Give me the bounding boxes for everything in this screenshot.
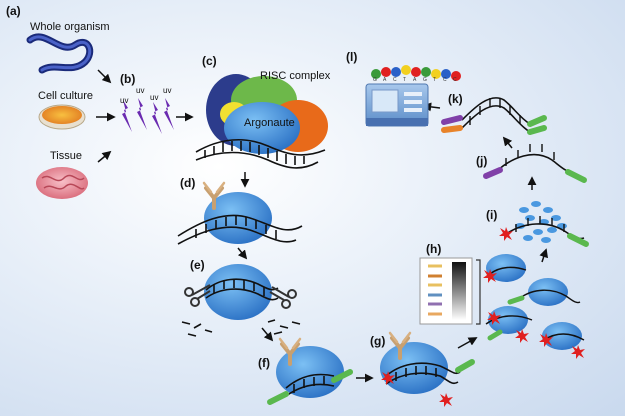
arrow bbox=[97, 150, 112, 163]
panel-label-a: (a) bbox=[6, 4, 21, 18]
cell-culture-label: Cell culture bbox=[38, 90, 94, 102]
base-letter: C bbox=[453, 77, 457, 83]
argonaute-label: Argonaute bbox=[244, 117, 295, 129]
protein-complex bbox=[204, 264, 272, 320]
scissors-icon bbox=[269, 286, 297, 309]
worm-icon bbox=[26, 33, 94, 74]
cdna-amplicon bbox=[441, 97, 547, 135]
tissue-icon bbox=[36, 167, 88, 199]
base-letter: A bbox=[413, 77, 417, 83]
sequence-bases: G A C T A G T C C bbox=[373, 77, 463, 85]
panel-label-b: (b) bbox=[120, 72, 136, 86]
risc-complex-label: RISC complex bbox=[260, 70, 331, 82]
panel-label-d: (d) bbox=[180, 176, 196, 190]
panel-label-i: (i) bbox=[486, 208, 498, 222]
arrow bbox=[237, 247, 248, 260]
scissors-icon bbox=[184, 284, 211, 307]
uv-light-icon bbox=[122, 98, 174, 134]
rna-with-adapters bbox=[267, 369, 353, 405]
rna-strand bbox=[205, 278, 279, 301]
gel-image bbox=[419, 257, 481, 325]
protein-with-antibody bbox=[276, 337, 344, 398]
arrow bbox=[502, 136, 513, 149]
protein-with-antibody bbox=[380, 331, 448, 394]
rna-with-adapters bbox=[483, 144, 587, 183]
sequencing-read-beads bbox=[371, 65, 461, 81]
arrow bbox=[261, 327, 274, 342]
arrow bbox=[539, 248, 548, 263]
panel-label-g: (g) bbox=[370, 334, 386, 348]
panel-label-h: (h) bbox=[426, 242, 442, 256]
panel-label-l: (l) bbox=[346, 50, 358, 64]
rna-with-adapters bbox=[381, 359, 475, 407]
panel-label-k: (k) bbox=[448, 92, 463, 106]
cell-culture-dish-icon bbox=[38, 104, 86, 130]
base-letter: G bbox=[373, 77, 377, 83]
rna-fragments bbox=[181, 319, 301, 337]
base-letter: A bbox=[383, 77, 387, 83]
uv-label: uv bbox=[163, 86, 172, 95]
digested-protein-fragments bbox=[515, 201, 567, 243]
tissue-label: Tissue bbox=[50, 150, 82, 162]
panel-label-e: (e) bbox=[190, 258, 205, 272]
rna-duplex bbox=[195, 138, 326, 169]
sequencer-machine-icon bbox=[365, 83, 429, 127]
uv-label: uv bbox=[150, 93, 159, 102]
arrow bbox=[457, 337, 478, 349]
rna-strand bbox=[177, 214, 303, 245]
rna-with-adapters bbox=[499, 216, 589, 247]
base-letter: T bbox=[433, 77, 437, 83]
base-letter: C bbox=[443, 77, 447, 83]
arrow bbox=[97, 69, 112, 84]
whole-organism-label: Whole organism bbox=[30, 21, 110, 33]
base-letter: T bbox=[403, 77, 407, 83]
panel-label-f: (f) bbox=[258, 356, 270, 370]
panel-label-j: (j) bbox=[476, 154, 488, 168]
size-ladder-complexes bbox=[483, 254, 585, 359]
uv-label: uv bbox=[120, 96, 129, 105]
base-letter: G bbox=[423, 77, 427, 83]
base-letter: C bbox=[393, 77, 397, 83]
panel-label-c: (c) bbox=[202, 54, 217, 68]
uv-label: uv bbox=[136, 86, 145, 95]
risc-complex bbox=[206, 74, 328, 154]
